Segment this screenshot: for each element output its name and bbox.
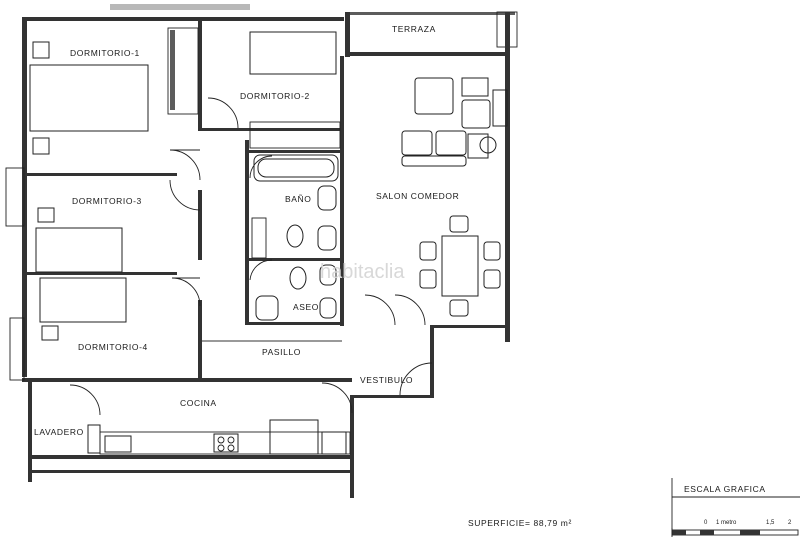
dining-nook-table xyxy=(269,419,319,455)
lamp xyxy=(479,136,497,154)
kitchen-counter xyxy=(99,431,351,455)
dining-chair xyxy=(419,241,437,261)
burner xyxy=(217,444,225,452)
surface-area-label: SUPERFICIE= 88,79 m² xyxy=(468,518,572,528)
dining-chair xyxy=(449,215,469,233)
room-label-cocina: COCINA xyxy=(180,398,217,408)
room-label-dormitorio-3: DORMITORIO-3 xyxy=(72,196,142,206)
outer-walls xyxy=(22,11,518,498)
sofa-seat xyxy=(401,130,433,156)
burner xyxy=(227,444,235,452)
nightstand xyxy=(32,41,50,59)
scale-bar xyxy=(671,478,800,537)
toilet-aseo xyxy=(289,266,307,290)
side-table xyxy=(467,133,489,159)
room-label-vestibulo: VESTIBULO xyxy=(360,375,413,385)
room-label-dormitorio-2: DORMITORIO-2 xyxy=(240,91,310,101)
dining-chair xyxy=(449,299,469,317)
shelf xyxy=(251,217,267,259)
watermark: habitaclia xyxy=(320,261,405,283)
bed-dormitorio-3 xyxy=(35,227,123,273)
bathtub-basin xyxy=(257,158,335,178)
sofa-back xyxy=(401,155,467,167)
toilet xyxy=(286,224,304,248)
room-label-dormitorio-1: DORMITORIO-1 xyxy=(70,48,140,58)
room-label-dormitorio-4: DORMITORIO-4 xyxy=(78,342,148,352)
top-wall-fragment xyxy=(110,4,250,10)
scale-tick-2: 2 xyxy=(788,520,792,526)
scale-tick-1-5: 1,5 xyxy=(766,520,775,526)
appliance xyxy=(321,431,347,455)
sofa-seat xyxy=(435,130,467,156)
bed-dormitorio-2 xyxy=(249,31,337,75)
window-bay-left-lower xyxy=(9,317,25,381)
bidet-aseo xyxy=(319,264,337,286)
kitchen-sink xyxy=(104,435,132,453)
window-bay-left-upper xyxy=(5,167,25,227)
scale-tick-unit: 1 metro xyxy=(716,520,737,526)
dining-chair xyxy=(483,241,501,261)
dining-table xyxy=(441,235,479,297)
room-label-pasillo: PASILLO xyxy=(262,347,301,357)
armchair xyxy=(414,77,454,115)
room-label-salon-comedor: SALON COMEDOR xyxy=(376,191,459,201)
bed-dormitorio-4 xyxy=(39,277,127,323)
bed-dormitorio-1 xyxy=(29,64,149,132)
room-label-aseo: ASEO xyxy=(293,302,319,312)
interior-walls xyxy=(27,21,344,378)
sink xyxy=(317,185,337,211)
wardrobe-dormitorio-1 xyxy=(167,27,199,115)
dining-chair xyxy=(483,269,501,289)
room-label-lavadero: LAVADERO xyxy=(34,427,84,437)
nightstand xyxy=(41,325,59,341)
laundry-sink xyxy=(87,424,101,454)
cooktop xyxy=(213,433,239,453)
bathtub xyxy=(253,154,339,182)
scale-tick-0: 0 xyxy=(704,520,708,526)
dining-chair xyxy=(419,269,437,289)
shower-aseo xyxy=(319,297,337,319)
cabinet xyxy=(492,89,508,127)
scale-title: ESCALA GRAFICA xyxy=(684,484,766,494)
sink-aseo xyxy=(255,295,279,321)
room-label-bano: BAÑO xyxy=(285,194,312,204)
nightstand xyxy=(32,137,50,155)
burner xyxy=(217,436,225,444)
side-table xyxy=(461,77,489,97)
bidet xyxy=(317,225,337,251)
wardrobe-dormitorio-2 xyxy=(249,121,341,149)
armchair xyxy=(461,99,491,129)
room-label-terraza: TERRAZA xyxy=(392,24,436,34)
burner xyxy=(227,436,235,444)
desk xyxy=(37,207,55,223)
door-swings xyxy=(69,97,433,416)
